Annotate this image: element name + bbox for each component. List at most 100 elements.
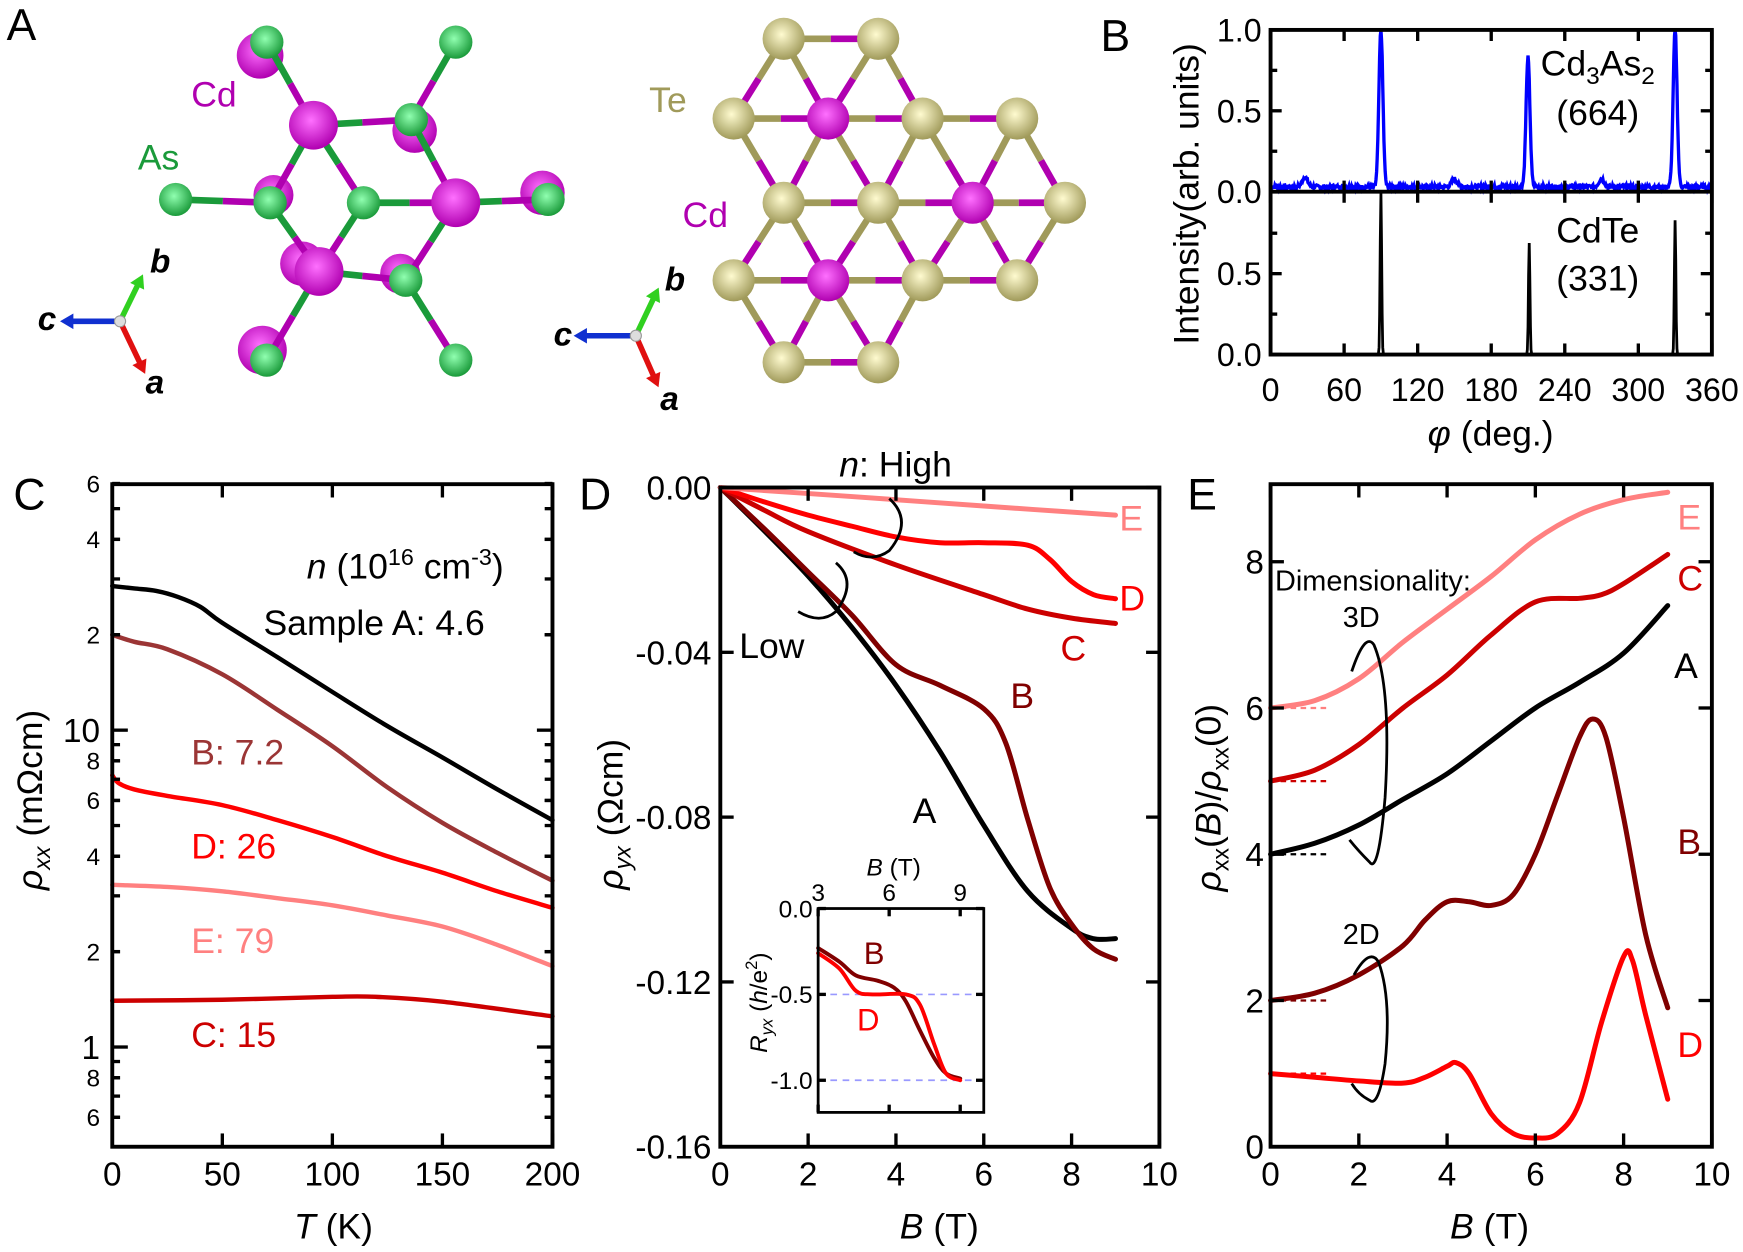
series-E	[717, 485, 1118, 518]
cd3as2-trace	[1269, 29, 1713, 196]
x-tick-label: 0	[1262, 372, 1280, 408]
te-atom	[762, 181, 805, 224]
c-axis-arrow-head	[573, 327, 587, 344]
annotation-2d: 2D	[1343, 919, 1380, 951]
series-A	[1268, 603, 1671, 857]
inset-series-D	[816, 951, 963, 1083]
e-curve-label-e: E	[1677, 498, 1701, 538]
as-atom	[253, 186, 287, 220]
panel-label-b: B	[1100, 12, 1130, 61]
cd-atom	[289, 100, 338, 150]
y-tick-label: 4	[86, 527, 100, 554]
x-tick-label: 100	[305, 1157, 361, 1194]
x-tick-label: 4	[1438, 1157, 1457, 1194]
x-tick-label: 6	[974, 1157, 993, 1194]
x-tick-label: 8	[1062, 1157, 1081, 1194]
y-tick-label: 4	[86, 844, 100, 871]
series-D	[110, 773, 555, 911]
cdte-label: CdTe	[1556, 211, 1639, 251]
y-tick-label: 6	[86, 1105, 100, 1132]
x-tick-label: 10	[1141, 1157, 1178, 1194]
y-tick-label: -0.5	[770, 982, 812, 1009]
y-tick-label: -0.12	[635, 965, 711, 1002]
y-tick-label: 8	[86, 749, 100, 776]
x-tick-label: 2	[1350, 1157, 1369, 1194]
y-tick-label: 0.0	[779, 896, 813, 923]
panel-label-a: A	[7, 1, 37, 50]
series-D	[1268, 948, 1671, 1141]
c-axis-arrow-head	[60, 313, 74, 330]
x-tick-label: 50	[204, 1157, 241, 1194]
te-label: Te	[649, 80, 687, 120]
x-tick-label: 180	[1464, 372, 1518, 408]
y-tick-label: -0.08	[635, 800, 711, 837]
annotation-low-bracket	[797, 561, 849, 620]
triad-b-label-2: b	[665, 261, 685, 298]
series-C	[717, 485, 1118, 626]
series-label-b: B: 7.2	[191, 733, 284, 773]
curve-label-b: B	[1010, 676, 1034, 716]
te-atom	[762, 17, 805, 60]
annotation-n-high: n: High	[839, 444, 952, 484]
chart-c-xlabel: T (K)	[294, 1207, 373, 1247]
cd-atom	[431, 178, 481, 228]
as-atom	[531, 182, 565, 217]
inset-ylabel: Ryx (h/e2)	[742, 953, 777, 1053]
cdte-structure	[712, 17, 1087, 384]
y-tick-label: 0.0	[1217, 337, 1262, 373]
te-atom	[1043, 181, 1087, 224]
cd3as2-label: Cd3As2	[1541, 43, 1655, 90]
series-C	[110, 994, 555, 1019]
annotation-dimensionality: Dimensionality:	[1275, 566, 1471, 598]
x-tick-label: 60	[1326, 372, 1362, 408]
chart-b-xlabel: φ (deg.)	[1428, 413, 1554, 453]
series-E	[1268, 489, 1671, 711]
inset-label-d: D	[857, 1002, 879, 1037]
cd-label-cdte: Cd	[683, 195, 728, 235]
y-tick-label: -0.04	[635, 635, 711, 672]
plot-frame	[816, 907, 986, 1114]
series-B	[110, 632, 555, 883]
triad-c-label-2: c	[554, 317, 573, 354]
series-label-c: C: 15	[191, 1015, 276, 1055]
series-label-d: D: 26	[191, 827, 276, 867]
curve-label-e: E	[1119, 499, 1143, 539]
a-axis-arrow	[633, 334, 659, 383]
as-atom	[346, 186, 381, 220]
y-tick-label: 8	[86, 1066, 100, 1093]
x-tick-label: 9	[953, 880, 967, 907]
cd-atom	[294, 247, 344, 296]
cd-atom	[951, 181, 994, 224]
a-axis-arrow-head	[132, 358, 147, 374]
as-label: As	[138, 138, 180, 178]
x-tick-label: 0	[711, 1157, 730, 1194]
y-tick-label: -1.0	[770, 1068, 812, 1095]
curve-label-d: D	[1119, 579, 1145, 619]
chart-d-xlabel: B (T)	[900, 1207, 979, 1247]
axis-triads	[60, 274, 661, 388]
b-axis-arrow	[117, 279, 143, 323]
chart-c-legend-title: n (1016 cm-3)	[307, 544, 504, 586]
x-tick-label: 2	[799, 1157, 818, 1194]
triad-origin	[113, 315, 127, 328]
y-tick-label: 6	[86, 471, 100, 498]
as-atom	[250, 25, 284, 59]
plot-frame	[1268, 482, 1714, 1149]
x-tick-label: 360	[1685, 372, 1739, 408]
te-atom	[762, 341, 805, 384]
a-axis-arrow-head	[646, 371, 661, 388]
panel-label-c: C	[13, 471, 45, 520]
series-C	[1268, 551, 1671, 784]
y-tick-label: 1	[81, 1030, 100, 1067]
y-tick-label: -0.16	[635, 1130, 711, 1167]
a-axis-arrow	[117, 320, 145, 370]
b-axis-arrow	[633, 292, 659, 337]
bracket-3d	[1348, 640, 1389, 866]
as-atom	[394, 103, 428, 137]
series-label-e: E: 79	[191, 921, 274, 961]
